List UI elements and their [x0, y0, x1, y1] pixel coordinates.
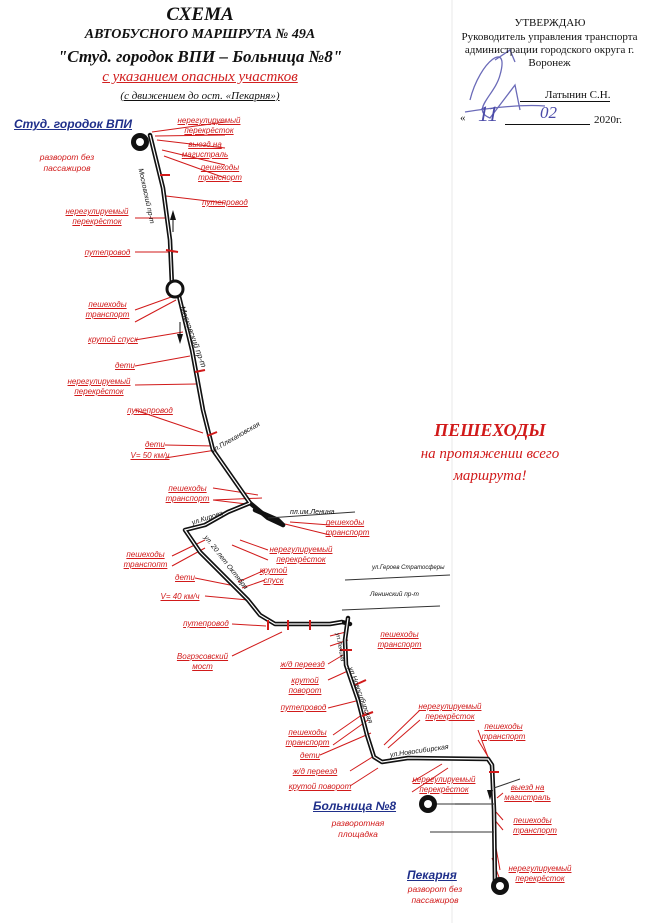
label-overpass-25: путепровод — [280, 703, 327, 712]
approval-date-line — [505, 124, 590, 125]
approval-line1: УТВЕРЖДАЮ — [514, 17, 586, 29]
stop-hospital-note2: площадка — [338, 829, 378, 839]
stop-hospital-name: Больница №8 — [313, 799, 397, 813]
label-bridge-22a: Вогрэсовский — [176, 652, 229, 661]
label-ped-7b: транспорт — [85, 310, 130, 319]
approval-line3: администрации городского округа г. — [464, 44, 635, 56]
label-unreg-10a: нерегулируемый — [67, 377, 131, 386]
label-kids-9: дети — [115, 361, 135, 370]
label-ped-3b: транспорт — [198, 173, 242, 182]
label-ped-27a: пешеходы — [288, 728, 327, 737]
label-ped-3a: пешеходы — [200, 163, 240, 172]
approval-date-year: 2020г. — [594, 114, 623, 126]
label-ped-16b: транспопт — [123, 560, 168, 569]
label-ped-13b: транспорт — [165, 494, 210, 503]
label-ped-14a: пешеходы — [325, 518, 365, 527]
label-exit-33b: магистраль — [504, 793, 551, 802]
label-speed-12b: V= 50 км/ч — [130, 451, 170, 460]
street-stratosfery: ул.Героев Стратосферы — [372, 565, 445, 571]
street-leninsky: Ленинский пр-т — [370, 591, 419, 598]
label-unreg-26a: нерегулируемый — [418, 702, 482, 711]
title-line1: СХЕМА — [166, 4, 234, 25]
approval-date-open: « — [460, 112, 466, 124]
label-ped-27b: транспорт — [285, 738, 330, 747]
label-turn-24b: поворот — [288, 686, 322, 695]
street-lenina-square: пл.им.Ленина — [290, 509, 335, 516]
label-unreg-31a: нерегулируемый — [412, 775, 476, 784]
stop-hospital-note1: разворотная — [331, 818, 385, 828]
label-exit-2b: магистраль — [181, 150, 229, 159]
label-steep-17a: крутой — [259, 566, 288, 575]
label-rail-23: ж/д переезд — [280, 660, 325, 669]
signature-scribble — [464, 49, 546, 119]
stop-start-name: Студ. городок ВПИ — [14, 117, 132, 131]
label-overpass-11: путепровод — [127, 406, 173, 415]
label-overpass-4: путепровод — [202, 198, 248, 207]
label-ped-28b: транспорт — [481, 732, 526, 741]
label-unreg-5a: нерегулируемый — [65, 207, 129, 216]
direction-arrows — [170, 210, 493, 800]
label-exit-2a: выезд на — [188, 140, 222, 149]
label-rail-30: ж/д переезд — [292, 767, 338, 776]
title-line4: с указанием опасных участков — [102, 69, 298, 85]
stop-bakery-note1: разворот без — [407, 884, 463, 894]
label-ped-21a: пешеходы — [380, 630, 419, 639]
label-kids-29: дети — [300, 751, 320, 760]
label-steep-8: крутой спуск — [88, 335, 138, 344]
label-unreg-35a: нерегулируемый — [508, 864, 572, 873]
title-line5: (с движением до ост. «Пекарня») — [120, 90, 280, 102]
label-unreg-1b: перекрёсток — [184, 126, 234, 135]
label-overpass-20: путепровод — [183, 619, 229, 628]
warning-line1: ПЕШЕХОДЫ — [434, 420, 546, 440]
label-unreg-10b: перекрёсток — [74, 387, 124, 396]
arrow-stems — [172, 218, 470, 805]
label-speed-19: V= 40 км/ч — [160, 592, 200, 601]
label-unreg-1a: нерегулируемый — [177, 116, 241, 125]
approval-line2: Руководитель управления транспорта — [461, 31, 638, 43]
stop-start-note1: разворот без — [39, 152, 95, 162]
label-unreg-15b: перекрёсток — [276, 555, 326, 564]
label-overpass-6: путепровод — [84, 248, 131, 257]
label-kids-12a: дети — [145, 440, 165, 449]
label-turn-24a: крутой — [291, 676, 319, 685]
warning-line3: маршрута! — [453, 468, 527, 484]
approval-name: Латынин С.Н. — [520, 89, 611, 102]
stop-start-note2: пассажиров — [43, 163, 91, 173]
label-unreg-15a: нерегулируемый — [269, 545, 333, 554]
hazard-marks — [160, 174, 499, 773]
label-turn-32: крутой поворот — [288, 782, 352, 791]
label-ped-34b: транспорт — [513, 826, 557, 835]
label-unreg-31b: перекрёсток — [419, 785, 469, 794]
label-ped-28a: пешеходы — [484, 722, 523, 731]
label-ped-14b: транспорт — [325, 528, 370, 537]
title-line2: АВТОБУСНОГО МАРШРУТА № 49А — [84, 27, 316, 42]
stop-bakery-name: Пекарня — [407, 868, 457, 882]
label-steep-17b: спуск — [263, 576, 284, 585]
label-ped-21b: транспорт — [377, 640, 422, 649]
approval-date-day: 11 — [478, 101, 499, 126]
warning-line2: на протяжении всего — [420, 446, 560, 462]
label-ped-34a: пешеходы — [513, 816, 552, 825]
label-unreg-35b: перекрёсток — [515, 874, 565, 883]
label-ped-16a: пешеходы — [126, 550, 165, 559]
approval-date-month: 02 — [540, 103, 557, 122]
label-kids-18: дети — [175, 573, 195, 582]
title-line3: "Студ. городок ВПИ – Больница №8" — [57, 47, 343, 66]
label-unreg-26b: перекрёсток — [425, 712, 475, 721]
stop-bakery-note2: пассажиров — [411, 895, 459, 905]
stop-markers — [131, 133, 509, 895]
label-unreg-5b: перекрёсток — [72, 217, 122, 226]
label-ped-13a: пешеходы — [168, 484, 207, 493]
label-bridge-22b: мост — [192, 662, 213, 671]
approval-line4: Воронеж — [528, 57, 571, 69]
label-exit-33a: выезд на — [510, 783, 545, 792]
label-ped-7a: пешеходы — [88, 300, 127, 309]
